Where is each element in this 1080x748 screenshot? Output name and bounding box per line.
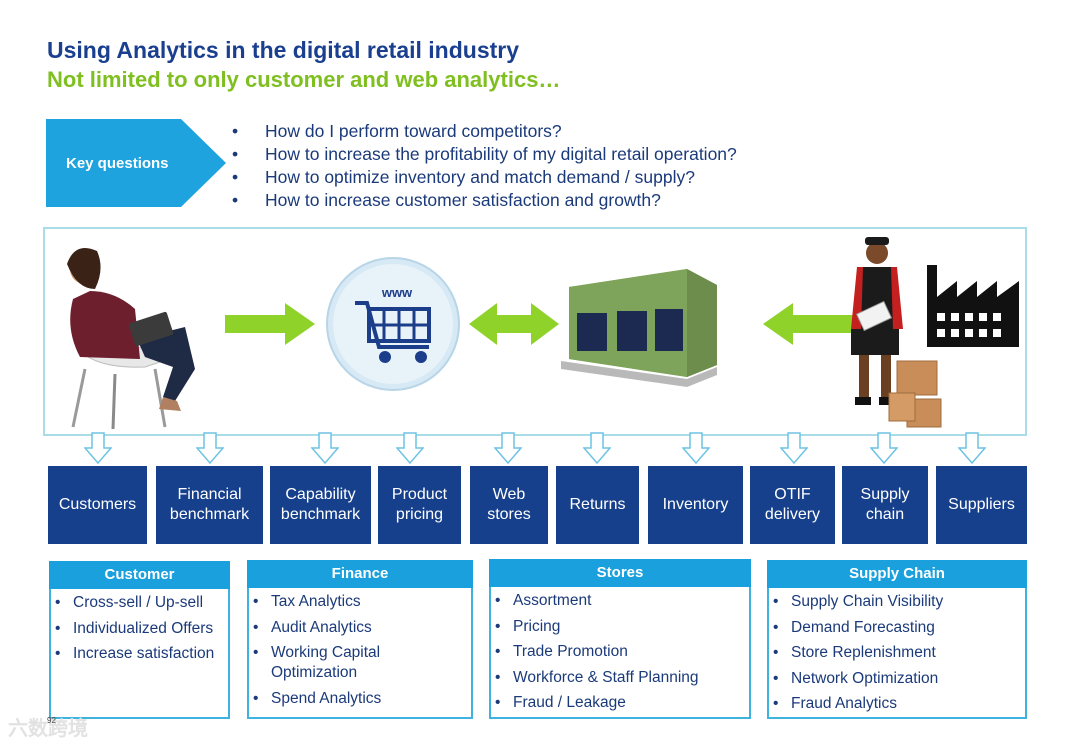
category-product-pricing: Product pricing xyxy=(378,466,461,544)
list-item: Working Capital Optimization xyxy=(249,643,381,683)
customer-woman-laptop-icon xyxy=(67,248,195,429)
customer-panel-title: Customer xyxy=(49,561,230,589)
category-inventory: Inventory xyxy=(648,466,743,544)
warehouse-icon xyxy=(561,269,717,387)
list-item: Workforce & Staff Planning xyxy=(491,668,699,688)
retail-flow-scene: www xyxy=(43,227,1027,436)
category-customers: Customers xyxy=(48,466,147,544)
list-item: Individualized Offers xyxy=(51,619,214,639)
flow-illustration: www xyxy=(45,229,1029,438)
list-item: Spend Analytics xyxy=(249,689,381,709)
question-item: •How do I perform toward competitors? xyxy=(232,120,737,143)
list-item: Demand Forecasting xyxy=(769,618,943,638)
supply-chain-panel: Supply Chain Supply Chain Visibility Dem… xyxy=(767,560,1027,719)
down-arrow-icon xyxy=(682,432,710,464)
down-arrow-icon xyxy=(870,432,898,464)
finance-panel-title: Finance xyxy=(247,560,473,588)
list-item: Pricing xyxy=(491,617,699,637)
down-arrow-icon xyxy=(780,432,808,464)
double-arrow-icon xyxy=(469,303,559,345)
down-arrow-icon xyxy=(494,432,522,464)
page-number: 92 xyxy=(47,716,56,725)
delivery-man-icon xyxy=(851,237,903,405)
list-item: Audit Analytics xyxy=(249,618,381,638)
down-arrow-icon xyxy=(196,432,224,464)
list-item: Store Replenishment xyxy=(769,643,943,663)
factory-icon xyxy=(927,265,1019,347)
page-title: Using Analytics in the digital retail in… xyxy=(47,37,519,64)
category-supply-chain: Supply chain xyxy=(842,466,928,544)
list-item: Trade Promotion xyxy=(491,642,699,662)
list-item: Fraud Analytics xyxy=(769,694,943,714)
finance-panel: Finance Tax Analytics Audit Analytics Wo… xyxy=(247,560,473,719)
list-item: Supply Chain Visibility xyxy=(769,592,943,612)
down-arrow-icon xyxy=(583,432,611,464)
question-item: •How to increase the profitability of my… xyxy=(232,143,737,166)
category-otif-delivery: OTIF delivery xyxy=(750,466,835,544)
key-questions-list: •How do I perform toward competitors? •H… xyxy=(232,120,737,212)
page-subtitle: Not limited to only customer and web ana… xyxy=(47,67,560,93)
parcel-boxes-icon xyxy=(889,361,941,427)
list-item: Cross-sell / Up-sell xyxy=(51,593,214,613)
arrow-left-icon xyxy=(763,303,853,345)
category-web-stores: Web stores xyxy=(470,466,548,544)
down-arrow-icon xyxy=(396,432,424,464)
www-label: www xyxy=(381,285,413,300)
down-arrow-icon xyxy=(84,432,112,464)
supply-chain-panel-title: Supply Chain xyxy=(767,560,1027,588)
list-item: Assortment xyxy=(491,591,699,611)
list-item: Tax Analytics xyxy=(249,592,381,612)
arrow-right-icon xyxy=(225,303,315,345)
question-item: •How to optimize inventory and match dem… xyxy=(232,166,737,189)
customer-panel: Customer Cross-sell / Up-sell Individual… xyxy=(49,561,230,719)
stores-panel: Stores Assortment Pricing Trade Promotio… xyxy=(489,559,751,719)
down-arrow-icon xyxy=(958,432,986,464)
list-item: Increase satisfaction xyxy=(51,644,214,664)
web-shopping-cart-icon: www xyxy=(327,258,459,390)
category-financial-benchmark: Financial benchmark xyxy=(156,466,263,544)
stores-panel-title: Stores xyxy=(489,559,751,587)
category-suppliers: Suppliers xyxy=(936,466,1027,544)
category-capability-benchmark: Capability benchmark xyxy=(270,466,371,544)
question-item: •How to increase customer satisfaction a… xyxy=(232,189,737,212)
category-returns: Returns xyxy=(556,466,639,544)
key-questions-arrow: Key questions xyxy=(46,119,226,207)
list-item: Fraud / Leakage xyxy=(491,693,699,713)
list-item: Network Optimization xyxy=(769,669,943,689)
down-arrow-icon xyxy=(311,432,339,464)
key-questions-label: Key questions xyxy=(66,155,169,172)
